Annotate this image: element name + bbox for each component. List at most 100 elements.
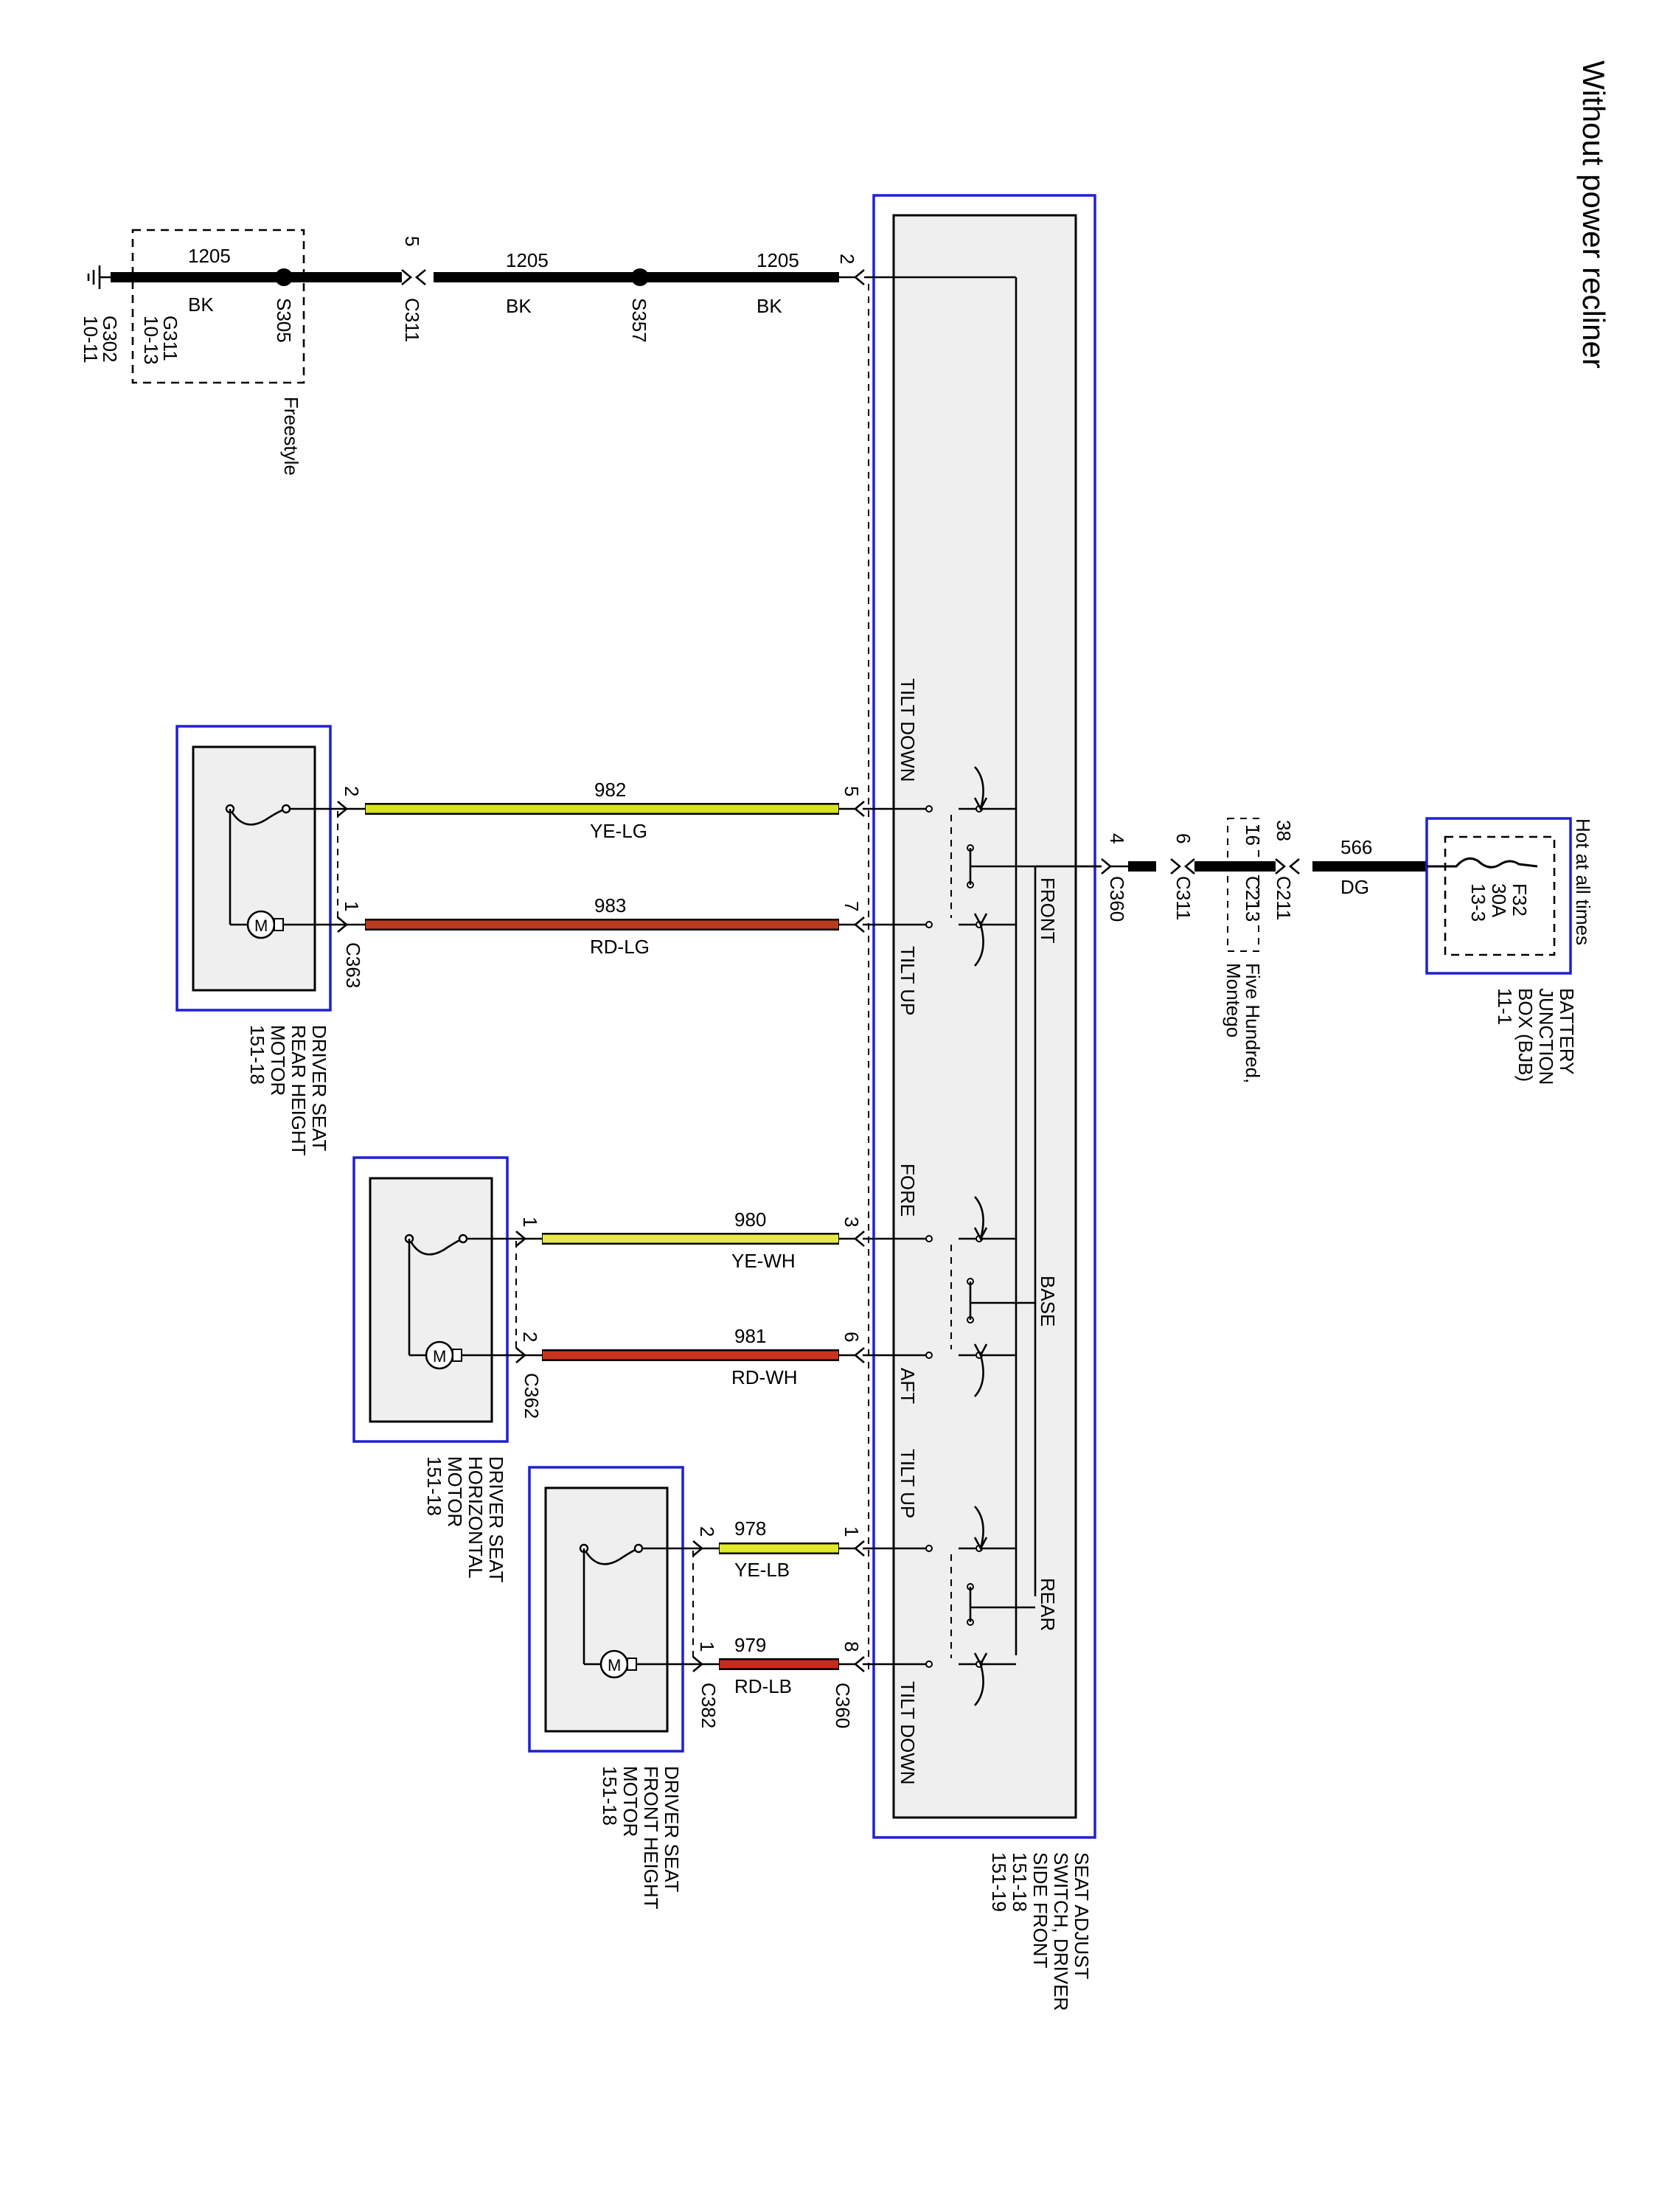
wire-980-circuit: 980: [734, 1208, 766, 1231]
wire-981-switch-pin: 6: [841, 1332, 863, 1342]
bjb-name-line-3: BOX (BJB): [1514, 988, 1537, 1082]
ground-circuit: 1205 BK 1205 BK 1205 BK S305 S357 C311 5…: [80, 229, 865, 476]
motor-front-line-4: 151-18: [599, 1766, 621, 1826]
wire-979-switch-pin: 8: [841, 1641, 863, 1652]
power-circuit: 566 DG 38 C211 16 C213 6 C311 4 C360 Fiv…: [1035, 818, 1427, 1083]
power-variant-line-2: Montego: [1222, 963, 1245, 1037]
switch-label-aft: AFT: [897, 1368, 919, 1404]
ground-color-label-2: BK: [506, 295, 532, 317]
wire-983-motor-pin: 1: [341, 901, 363, 911]
switch-label-fore: FORE: [897, 1164, 919, 1217]
svg-text:M: M: [433, 1347, 446, 1366]
switch-name-line-4: 151-18: [1009, 1852, 1031, 1912]
battery-junction-box: F32 30A 13-3 Hot at all times BATTERY JU…: [1425, 817, 1594, 1085]
motor-horiz-frame: [352, 1156, 509, 1443]
fuse-icon: [1427, 857, 1538, 869]
switch-pin-2-arrow: [853, 269, 865, 285]
bjb-fuse-box: [1444, 835, 1556, 956]
wire-978-colorcode: YE-LB: [734, 1559, 790, 1581]
svg-text:M: M: [608, 1656, 621, 1674]
wire-979-circuit: 979: [734, 1634, 766, 1656]
wire-982-motor-pin: 2: [341, 786, 363, 796]
ground-circuit-label-2: 1205: [506, 249, 549, 271]
ground-variant-label: Freestyle: [280, 397, 302, 476]
connector-c311-power-label: C311: [1172, 876, 1194, 920]
seat-adjust-switch: TILT DOWN TILT UP FRONT FORE BASE AFT TI…: [863, 194, 1102, 2011]
wire-978-motor-pin: 2: [696, 1526, 718, 1537]
ground-g311: G311: [159, 316, 181, 361]
wire-982: 982 YE-LG 5 2: [337, 779, 865, 842]
wire-983: 983 RD-LG 7 1 C363: [337, 894, 865, 988]
motor-rear-line-3: MOTOR: [267, 1025, 289, 1096]
fuse-label-3: 13-3: [1467, 883, 1489, 922]
power-variant-line-1: Five Hundred,: [1242, 963, 1264, 1083]
motor-front-frame: [528, 1466, 684, 1753]
bjb-name-line-1: BATTERY: [1556, 988, 1578, 1075]
ground-circuit-label-1: 1205: [188, 245, 231, 267]
motor-rear-height: M DRIVER SEAT REAR HEIGHT MOTOR 151-18: [175, 725, 338, 1156]
wire-978-switch-pin: 1: [841, 1526, 863, 1537]
switch-label-tilt-up-1: TILT UP: [897, 946, 919, 1015]
bjb-frame: [1425, 817, 1572, 975]
motor-horiz-icon: M: [425, 1340, 462, 1370]
switch-contacts-front: [863, 766, 1016, 967]
motor-horiz-body: [369, 1177, 493, 1423]
ground-g311-page: 10-13: [140, 316, 162, 365]
power-circuit-label: 566: [1340, 836, 1372, 858]
connector-c311-power: [1170, 858, 1195, 874]
bjb-name-line-2: JUNCTION: [1535, 988, 1557, 1085]
motor-horiz-switch-icon: [408, 1237, 464, 1256]
motor-rear-switch-icon: [229, 807, 287, 826]
switch-ground-pin: 2: [836, 254, 858, 264]
connector-c362-label: C362: [521, 1373, 543, 1419]
power-variant-box: [1227, 818, 1259, 952]
wire-980-motor-pin: 1: [519, 1217, 541, 1227]
bjb-hot-note: Hot at all times: [1572, 818, 1594, 945]
switch-frame: [872, 194, 1096, 1839]
switch-contacts-rear: [863, 1506, 1016, 1706]
ground-color-label-1: BK: [188, 293, 214, 316]
splice-s305: [275, 268, 293, 286]
switch-label-tilt-up-2: TILT UP: [897, 1449, 919, 1518]
motor-horizontal: M DRIVER SEAT HORIZONTAL MOTOR 151-18: [352, 1156, 517, 1583]
connector-c382-label: C382: [698, 1683, 720, 1728]
connector-c363-label: C363: [342, 942, 364, 988]
connector-c360-label: C360: [832, 1683, 854, 1728]
motor-rear-line-1: DRIVER SEAT: [308, 1025, 330, 1152]
switch-body: [892, 214, 1077, 1819]
switch-name-line-2: SWITCH, DRIVER: [1050, 1852, 1072, 2011]
wire-978: 978 YE-LB 1 2: [692, 1517, 865, 1581]
ground-symbol-icon: [87, 265, 111, 289]
splice-s357-label: S357: [628, 298, 650, 343]
switch-label-front: FRONT: [1037, 877, 1059, 944]
switch-name-line-1: SEAT ADJUST: [1071, 1852, 1093, 1980]
motor-front-icon: M: [599, 1649, 637, 1679]
wire-982-switch-pin: 5: [841, 786, 863, 796]
wire-979-colorcode: RD-LB: [734, 1675, 792, 1697]
motor-front-line-3: MOTOR: [619, 1766, 641, 1837]
motor-front-line-1: DRIVER SEAT: [661, 1766, 683, 1893]
connector-c311-power-pin: 6: [1172, 833, 1194, 844]
switch-contacts-base: [863, 1196, 1016, 1397]
wire-981-circuit: 981: [734, 1325, 766, 1347]
motor-front-switch-icon: [582, 1547, 639, 1565]
motor-horiz-line-2: HORIZONTAL: [465, 1456, 487, 1579]
motor-front-body: [544, 1486, 669, 1733]
switch-label-tilt-down-2: TILT DOWN: [897, 1681, 919, 1785]
diagram-title: Without power recliner: [1576, 60, 1611, 369]
motor-rear-line-4: 151-18: [246, 1025, 268, 1085]
connector-c360-power-label: C360: [1106, 876, 1128, 922]
motor-rear-frame: [175, 725, 332, 1012]
splice-s305-label: S305: [273, 298, 295, 343]
wire-980: 980 YE-WH 3 1: [515, 1208, 865, 1272]
ground-circuit-label-3: 1205: [757, 249, 799, 271]
motor-front-height: M DRIVER SEAT FRONT HEIGHT MOTOR 151-18: [528, 1466, 694, 1910]
motor-front-line-2: FRONT HEIGHT: [640, 1766, 662, 1910]
wire-982-colorcode: YE-LG: [590, 820, 647, 842]
fuse-label-2: 30A: [1488, 883, 1510, 918]
svg-text:M: M: [254, 917, 268, 935]
fuse-label-1: F32: [1509, 883, 1531, 917]
ground-variant-box: [131, 229, 305, 384]
wire-979: 979 RD-LB 8 1 C382 C360: [692, 1634, 865, 1728]
